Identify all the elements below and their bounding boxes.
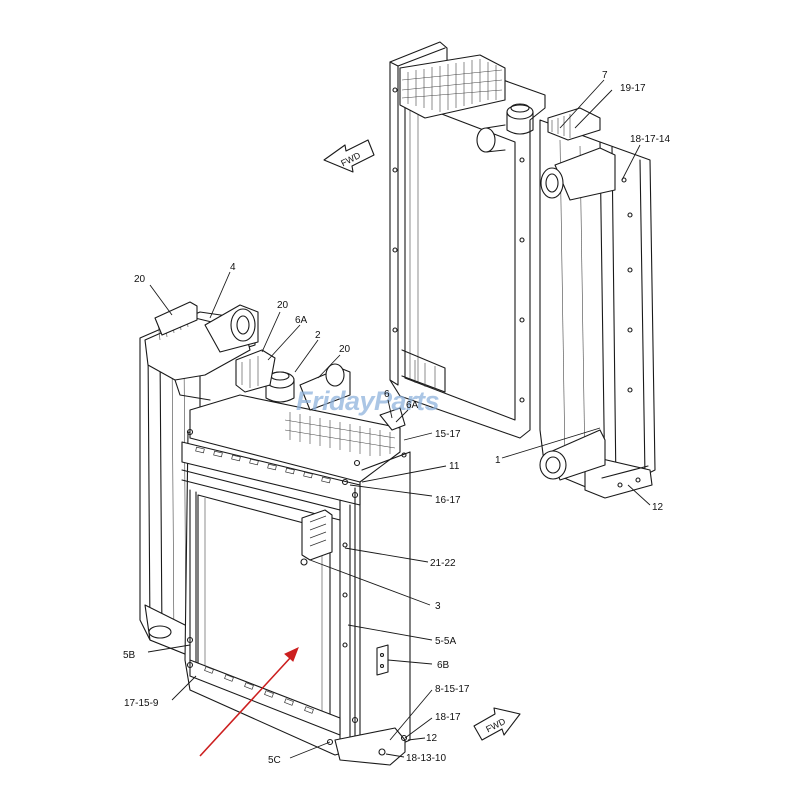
watermark: FridayParts xyxy=(296,386,440,416)
callout-18-17-14: 18-17-14 xyxy=(630,134,670,145)
callout-7: 7 xyxy=(602,70,608,81)
callout-12-bottom: 12 xyxy=(426,733,438,744)
callout-16-17: 16-17 xyxy=(435,495,461,506)
callout-6B: 6B xyxy=(437,660,450,671)
leader-lines xyxy=(147,79,651,759)
callout-17-15-9: 17-15-9 xyxy=(124,698,159,709)
front-header-fins xyxy=(284,412,396,456)
callout-5-5A: 5-5A xyxy=(435,636,456,647)
callout-6A-right: 6A xyxy=(406,400,419,411)
rear-bolts xyxy=(392,87,641,488)
lower-bar-slots xyxy=(204,666,314,714)
callout-2: 2 xyxy=(315,330,321,341)
callout-8-15-17: 8-15-17 xyxy=(435,684,470,695)
front-bolts xyxy=(186,428,407,746)
callout-15-17: 15-17 xyxy=(435,429,461,440)
callout-3: 3 xyxy=(435,601,441,612)
rear-header-fins xyxy=(401,59,503,112)
rear-radiator-assembly xyxy=(389,41,656,499)
red-pointer-arrow xyxy=(199,647,299,757)
callout-1: 1 xyxy=(495,455,501,466)
callout-4: 4 xyxy=(230,262,236,273)
callout-6A-top: 6A xyxy=(295,315,308,326)
callout-18-17: 18-17 xyxy=(435,712,461,723)
callout-labels: 7 19-17 18-17-14 20 4 20 6A 2 20 6 6A 15… xyxy=(123,70,670,766)
front-radiator-assembly xyxy=(139,301,411,766)
callout-20-left: 20 xyxy=(134,274,146,285)
callout-18-13-10: 18-13-10 xyxy=(406,753,446,764)
callout-21-22: 21-22 xyxy=(430,558,456,569)
callout-19-17: 19-17 xyxy=(620,83,646,94)
callout-6: 6 xyxy=(384,389,390,400)
callout-12-right: 12 xyxy=(652,502,664,513)
callout-5C: 5C xyxy=(268,755,281,766)
callout-11: 11 xyxy=(449,461,460,472)
callout-5B: 5B xyxy=(123,650,136,661)
callout-20-center: 20 xyxy=(277,300,289,311)
fwd-arrow-bottom: FWD xyxy=(473,707,521,741)
callout-20-right: 20 xyxy=(339,344,351,355)
upper-bar-slots xyxy=(195,446,331,484)
fwd-arrow-top: FWD xyxy=(323,139,375,173)
